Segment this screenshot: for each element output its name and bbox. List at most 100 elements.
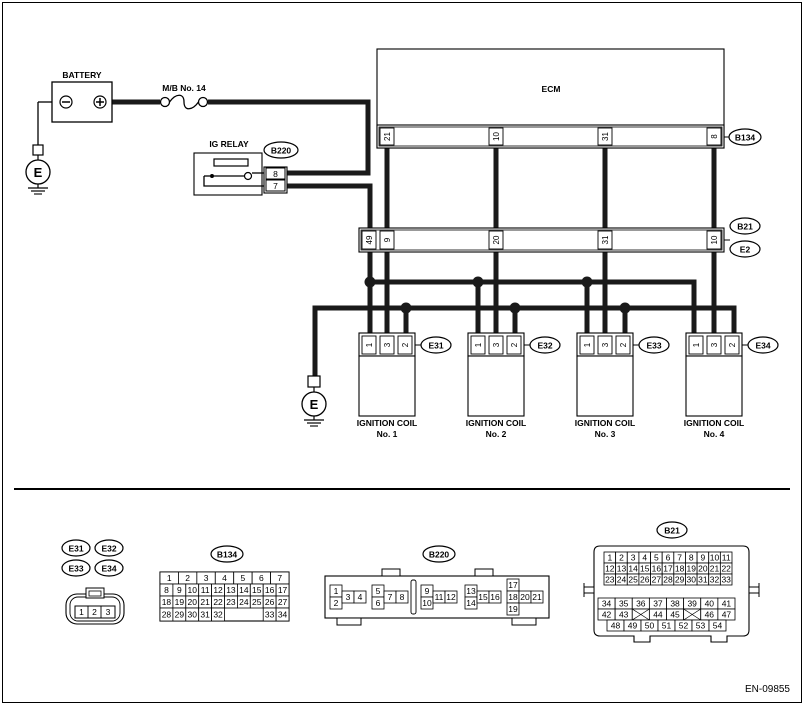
b21-pin-10: 10 bbox=[710, 553, 720, 563]
ecm-pin-31: 31 bbox=[601, 132, 610, 141]
coil3-connector-tag: E33 bbox=[646, 341, 661, 351]
ecm-label: ECM bbox=[542, 84, 561, 94]
b21-pin-19: 19 bbox=[687, 564, 697, 574]
b21-pin-12: 12 bbox=[605, 564, 615, 574]
ecm-connector-tag: B134 bbox=[735, 133, 756, 143]
blank-cavity-mark bbox=[683, 608, 701, 621]
b134-pin-8: 8 bbox=[164, 585, 169, 595]
b220-pin-21-cell bbox=[530, 590, 544, 604]
coil-ground-label: E bbox=[310, 397, 319, 412]
b21-pin-49: 49 bbox=[628, 621, 638, 631]
joint-pin-9: 9 bbox=[383, 237, 392, 242]
b134-pin-15: 15 bbox=[252, 585, 262, 595]
fuse-label: M/B No. 14 bbox=[162, 83, 206, 93]
b21-pin-33-cell bbox=[719, 573, 733, 586]
battery: BATTERY bbox=[37, 70, 113, 145]
coil-view-tag-e33: E33 bbox=[68, 564, 83, 574]
coil4-pin-3: 3 bbox=[710, 342, 719, 347]
b134-pin-33: 33 bbox=[265, 610, 275, 620]
b220-pin-5: 5 bbox=[376, 586, 381, 596]
b134-pin-20: 20 bbox=[188, 597, 198, 607]
b220-pin-18: 18 bbox=[508, 592, 518, 602]
b21-pin-38: 38 bbox=[670, 599, 680, 609]
coil-view-pin-2: 2 bbox=[92, 607, 97, 617]
b21-pin-30: 30 bbox=[687, 575, 697, 585]
b134-pin-14: 14 bbox=[239, 585, 249, 595]
coil1-connector-tag: E31 bbox=[428, 341, 443, 351]
b21-pin-21: 21 bbox=[710, 564, 720, 574]
b134-pin-30: 30 bbox=[188, 610, 198, 620]
b220-pin-8-cell bbox=[395, 590, 409, 604]
b134-pin-29: 29 bbox=[175, 610, 185, 620]
coil-view-pin-1: 1 bbox=[79, 607, 84, 617]
b220-pin-3: 3 bbox=[346, 592, 351, 602]
coil-connector-view: E31 E32 E33 E34 1 2 3 bbox=[61, 539, 125, 625]
b21-pin-17: 17 bbox=[663, 564, 673, 574]
b220-pin-13: 13 bbox=[466, 586, 476, 596]
b134-pin-19: 19 bbox=[175, 597, 185, 607]
b134-pin-31: 31 bbox=[200, 610, 210, 620]
b220-pin-11: 11 bbox=[435, 592, 444, 602]
ignition-coil-2: 1 3 2 E32 IGNITION COIL No. 2 bbox=[466, 332, 561, 439]
b21-pin-23: 23 bbox=[605, 575, 615, 585]
battery-label: BATTERY bbox=[62, 70, 102, 80]
joint-connector: 49 9 20 31 10 B21 E2 bbox=[358, 217, 761, 258]
ecm-pin-10: 10 bbox=[492, 132, 501, 141]
b134-pin-23: 23 bbox=[226, 597, 236, 607]
b21-pin-26: 26 bbox=[640, 575, 650, 585]
coil-ground-icon: E bbox=[301, 375, 327, 427]
b21-view-tag: B21 bbox=[664, 526, 680, 536]
b21-pin-43: 43 bbox=[619, 610, 629, 620]
joint-pin-31: 31 bbox=[601, 235, 610, 244]
joint-connector-tag-b21: B21 bbox=[737, 222, 753, 232]
document-id: EN-09855 bbox=[745, 684, 790, 695]
b21-pin-11: 11 bbox=[722, 553, 731, 563]
ecm: ECM 21 10 31 8 B134 bbox=[376, 48, 762, 149]
b220-pin-15: 15 bbox=[478, 592, 488, 602]
b21-pin-14: 14 bbox=[628, 564, 638, 574]
coil2-label: IGNITION COIL bbox=[466, 418, 526, 428]
b134-pin-7: 7 bbox=[277, 573, 282, 583]
relay-coil-icon bbox=[213, 158, 249, 167]
b134-pin-32: 32 bbox=[213, 610, 223, 620]
b220-pin-16: 16 bbox=[490, 592, 500, 602]
b134-pin-25: 25 bbox=[252, 597, 262, 607]
ignition-coil-3: 1 3 2 E33 IGNITION COIL No. 3 bbox=[575, 332, 670, 439]
b21-pin-25: 25 bbox=[628, 575, 638, 585]
battery-ground-label: E bbox=[34, 165, 43, 180]
b21-pin-47-cell bbox=[717, 608, 736, 621]
b134-pin-28: 28 bbox=[162, 610, 172, 620]
b21-pin-45: 45 bbox=[670, 610, 680, 620]
coil1-number: No. 1 bbox=[377, 429, 398, 439]
b134-pin-27: 27 bbox=[278, 597, 288, 607]
splice-points bbox=[364, 276, 631, 314]
b220-pin-17: 17 bbox=[508, 580, 518, 590]
coil1-pin-3: 3 bbox=[383, 342, 392, 347]
b21-pin-32: 32 bbox=[710, 575, 720, 585]
b21-pin-31: 31 bbox=[698, 575, 708, 585]
b21-pin-22: 22 bbox=[721, 564, 731, 574]
joint-pin-49: 49 bbox=[365, 235, 374, 244]
b21-pin-42: 42 bbox=[602, 610, 612, 620]
ignition-coil-1: 1 3 2 E31 IGNITION COIL No. 1 bbox=[357, 332, 452, 439]
b21-pin-13: 13 bbox=[617, 564, 627, 574]
b21-pin-6: 6 bbox=[666, 553, 671, 563]
b220-pin-12-cell bbox=[444, 590, 458, 604]
b21-pin-39: 39 bbox=[687, 599, 697, 609]
b21-pin-53: 53 bbox=[696, 621, 706, 631]
coil3-label: IGNITION COIL bbox=[575, 418, 635, 428]
b134-pin-11: 11 bbox=[201, 585, 210, 595]
relay-pin-8: 8 bbox=[273, 169, 278, 179]
b220-pin-2: 2 bbox=[334, 598, 339, 608]
ig-relay-label: IG RELAY bbox=[209, 139, 249, 149]
b21-pin-24: 24 bbox=[617, 575, 627, 585]
b134-pin-22: 22 bbox=[213, 597, 223, 607]
coil-view-tag-e34: E34 bbox=[101, 564, 116, 574]
coil1-pin-1: 1 bbox=[365, 342, 374, 347]
b220-view-tag: B220 bbox=[429, 550, 450, 560]
b220-pin-9: 9 bbox=[425, 586, 430, 596]
coil2-pin-1: 1 bbox=[474, 342, 483, 347]
fuse: M/B No. 14 bbox=[159, 83, 209, 110]
